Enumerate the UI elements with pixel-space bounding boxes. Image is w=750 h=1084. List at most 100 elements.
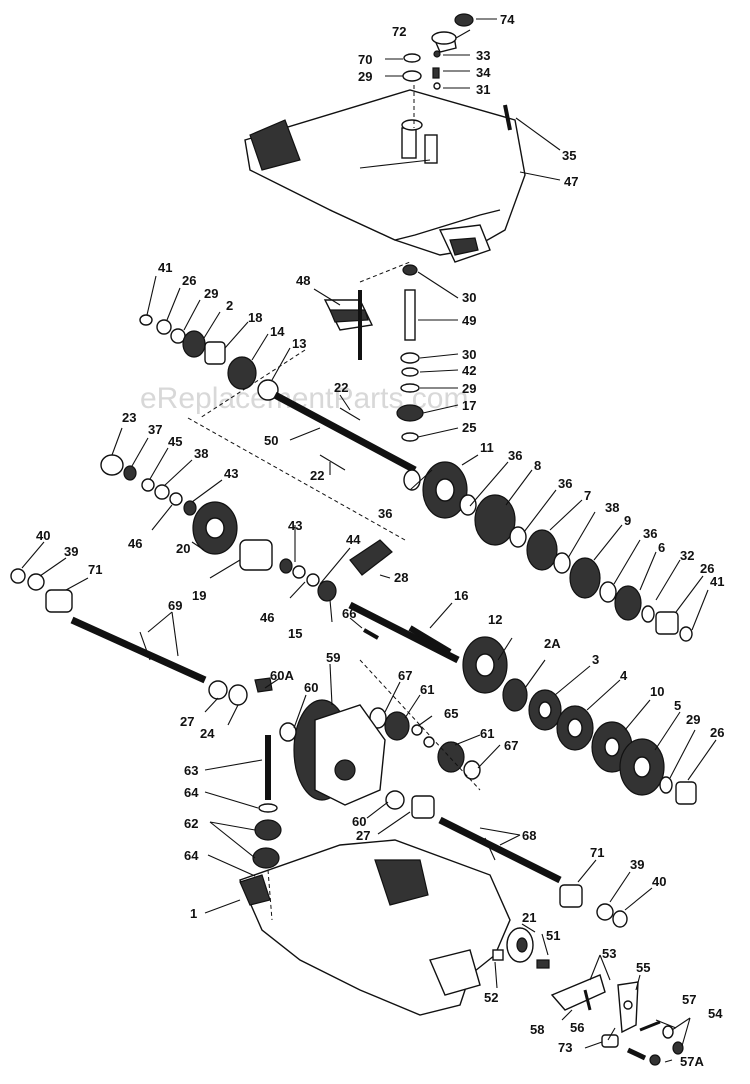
- mainshaft-gear-row: [348, 601, 697, 805]
- part-label: 73: [558, 1040, 572, 1055]
- part-label: 37: [148, 422, 162, 437]
- part-label: 53: [602, 946, 616, 961]
- part-label: 12: [488, 612, 502, 627]
- left-upper-stack: [139, 314, 279, 401]
- part-label: 42: [462, 363, 476, 378]
- part-label: 38: [194, 446, 208, 461]
- part-label: 39: [630, 857, 644, 872]
- part-label: 31: [476, 82, 490, 97]
- left-middle-stack: [100, 454, 393, 602]
- part-label: 58: [530, 1022, 544, 1037]
- part-label: 5: [674, 698, 681, 713]
- part-label: 67: [398, 668, 412, 683]
- part-label: 43: [224, 466, 238, 481]
- lower-right-parts: [492, 927, 684, 1066]
- part-label: 20: [176, 541, 190, 556]
- part-label: 24: [200, 726, 215, 741]
- part-label: 17: [462, 398, 476, 413]
- part-label: 60: [352, 814, 366, 829]
- part-label: 71: [590, 845, 604, 860]
- part-label: 72: [392, 24, 406, 39]
- part-label: 8: [534, 458, 541, 473]
- part-label: 21: [522, 910, 536, 925]
- part-label: 49: [462, 313, 476, 328]
- part-label: 45: [168, 434, 182, 449]
- part-label: 60: [304, 680, 318, 695]
- part-label: 36: [643, 526, 657, 541]
- part-label: 40: [652, 874, 666, 889]
- part-label: 50: [264, 433, 278, 448]
- part-label: 62: [184, 816, 198, 831]
- dashed-alignment-lines: [187, 85, 481, 921]
- part-label: 29: [686, 712, 700, 727]
- part-label: 4: [620, 668, 628, 683]
- part-label: 55: [636, 960, 650, 975]
- part-label: 22: [310, 468, 324, 483]
- part-label: 9: [624, 513, 631, 528]
- part-label: 57: [682, 992, 696, 1007]
- part-label: 41: [710, 574, 724, 589]
- part-label: 10: [650, 684, 664, 699]
- right-upper-gear-row: [403, 461, 693, 642]
- part-label: 59: [326, 650, 340, 665]
- part-label: 39: [64, 544, 78, 559]
- part-label: 15: [288, 626, 302, 641]
- part-label: 14: [270, 324, 285, 339]
- part-label: 36: [508, 448, 522, 463]
- part-label: 41: [158, 260, 172, 275]
- part-label: 29: [358, 69, 372, 84]
- part-label: 64: [184, 785, 199, 800]
- part-label: 61: [420, 682, 434, 697]
- part-label: 25: [462, 420, 476, 435]
- part-label: 56: [570, 1020, 584, 1035]
- part-label: 52: [484, 990, 498, 1005]
- axle-shaft-69: [10, 568, 207, 684]
- part-label: 67: [504, 738, 518, 753]
- part-label: 46: [128, 536, 142, 551]
- part-label: 2A: [544, 636, 561, 651]
- part-label: 64: [184, 848, 199, 863]
- part-label: 46: [260, 610, 274, 625]
- part-label: 65: [444, 706, 458, 721]
- part-label: 48: [296, 273, 310, 288]
- part-label: 40: [36, 528, 50, 543]
- part-label: 2: [226, 298, 233, 313]
- part-label: 74: [500, 12, 515, 27]
- part-label: 43: [288, 518, 302, 533]
- part-label: 71: [88, 562, 102, 577]
- part-label: 54: [708, 1006, 723, 1021]
- part-label: 69: [168, 598, 182, 613]
- part-label: 18: [248, 310, 262, 325]
- part-label: 7: [584, 488, 591, 503]
- part-label: 29: [462, 381, 476, 396]
- upper-housing: [244, 89, 526, 263]
- center-shift-parts: [323, 264, 424, 442]
- part-label: 44: [346, 532, 361, 547]
- part-label: 63: [184, 763, 198, 778]
- part-label: 47: [564, 174, 578, 189]
- part-label: 28: [394, 570, 408, 585]
- part-label: 51: [546, 928, 560, 943]
- part-label: 57A: [680, 1054, 704, 1069]
- part-label: 16: [454, 588, 468, 603]
- part-label: 60A: [270, 668, 294, 683]
- part-label: 38: [605, 500, 619, 515]
- part-label: 30: [462, 290, 476, 305]
- part-label: 26: [182, 273, 196, 288]
- part-label: 34: [476, 65, 491, 80]
- part-number-labels: 74 72 33 70 34 29 31 35 47 41 26 29 2 18…: [36, 12, 724, 1069]
- part-label: 36: [558, 476, 572, 491]
- part-label: 68: [522, 828, 536, 843]
- part-label: 35: [562, 148, 576, 163]
- part-label: 3: [592, 652, 599, 667]
- leader-lines: [21, 18, 717, 1063]
- part-label: 33: [476, 48, 490, 63]
- lower-case: [239, 839, 628, 1016]
- top-small-parts: [402, 13, 512, 131]
- part-label: 13: [292, 336, 306, 351]
- part-label: 1: [190, 906, 197, 921]
- part-label: 66: [342, 606, 356, 621]
- part-label: 26: [700, 561, 714, 576]
- part-label: 22: [334, 380, 348, 395]
